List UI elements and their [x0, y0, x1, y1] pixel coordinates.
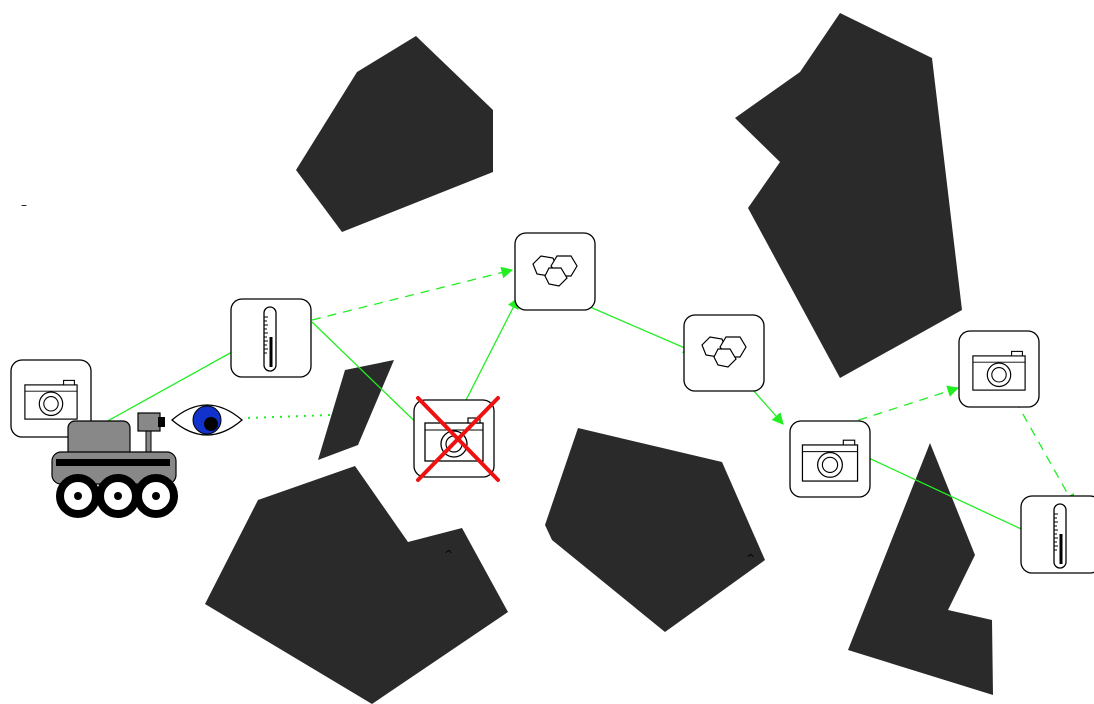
task-camera-cancelled[interactable]: [413, 396, 500, 482]
path-thermometer-1-to-camera-cancelled: [311, 321, 431, 437]
task-thermometer-1[interactable]: [230, 298, 312, 378]
task-rocks-2[interactable]: [683, 314, 765, 392]
obstacle-bottom-left: [205, 466, 508, 704]
path-camera-3-to-thermometer-2: [1014, 399, 1075, 507]
obstacle-top-right: [735, 13, 962, 378]
cancel-x-icon: [416, 396, 500, 482]
obstacle-bottom-right: [848, 443, 993, 695]
eye-icon: [171, 404, 243, 436]
thermometer-icon: [1052, 502, 1068, 570]
dash-marker: –: [21, 198, 27, 212]
obstacle-bottom-center: [545, 428, 765, 632]
path-rocks-1-to-rocks-2: [589, 306, 696, 354]
path-rocks-2-to-camera-2: [752, 389, 784, 425]
obstacle-top-left: [296, 36, 493, 232]
task-camera-2[interactable]: [789, 420, 871, 498]
task-rocks-1[interactable]: [514, 232, 596, 311]
path-rover-to-thermometer-1: [94, 341, 252, 429]
obstacles: [205, 13, 993, 704]
camera-icon: [972, 350, 1026, 391]
rover-icon[interactable]: [51, 412, 178, 518]
camera-icon: [801, 439, 859, 482]
path-thermometer-1-to-rocks-1: [311, 266, 514, 321]
camera-icon: [24, 379, 78, 420]
task-camera-3[interactable]: [958, 330, 1040, 408]
obstacle-small: [318, 360, 394, 460]
path-arrows: [94, 266, 1075, 536]
caret-marker: ^: [746, 552, 756, 565]
path-camera-cancelled-to-rocks-1: [462, 296, 519, 407]
caret-marker: ^: [444, 548, 454, 561]
rover-wheels: [56, 474, 178, 518]
thermometer-icon: [262, 305, 278, 373]
task-camera-start[interactable]: [10, 359, 92, 438]
sight-line-eye-to-obstacle: [247, 414, 331, 419]
path-camera-2-to-thermometer-2: [857, 452, 1036, 536]
task-thermometer-2[interactable]: [1020, 495, 1094, 574]
